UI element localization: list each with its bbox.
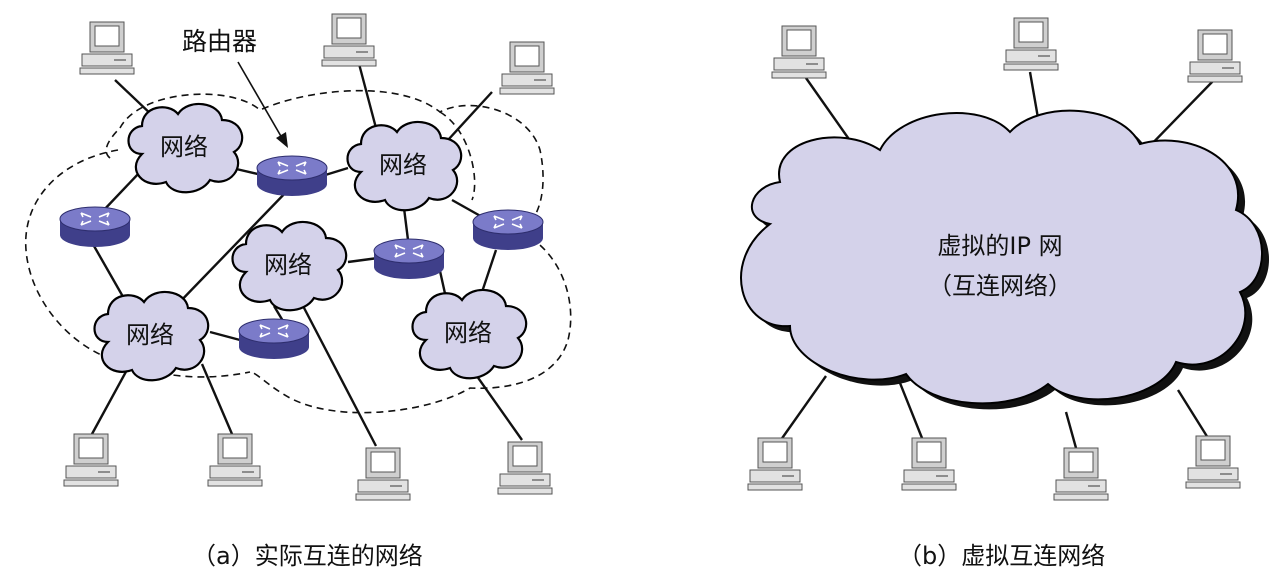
caption-a: （a）实际互连的网络 (192, 542, 423, 570)
computer-icon (499, 41, 555, 95)
router-icon (373, 238, 445, 280)
router-icon (59, 206, 131, 248)
router-icon (238, 318, 310, 360)
router-callout-label: 路由器 (182, 27, 257, 56)
computer-icon (497, 441, 553, 495)
virtual-ip-cloud (740, 109, 1263, 405)
computer-icon (207, 433, 263, 487)
computer-icon (1003, 17, 1059, 71)
diagram-a-actual-internetwork: 网络 网络 网络 网络 网络 路由器 (25, 13, 572, 570)
network-cloud-5: 网络 (411, 288, 528, 380)
computer-icon (901, 437, 957, 491)
router-callout-arrow (237, 61, 288, 148)
dashed-boundaries (25, 89, 572, 414)
computer-icon (79, 21, 135, 75)
computer-icon (321, 13, 377, 67)
network-label: 网络 (264, 251, 312, 279)
virtual-cloud-title: 虚拟的IP 网 (937, 232, 1062, 260)
network-label: 网络 (379, 151, 427, 179)
network-label: 网络 (126, 321, 174, 349)
diagram-b-virtual-internetwork: 虚拟的IP 网 （互连网络） （b）虚拟互连网络 (740, 17, 1270, 570)
router-icon (256, 155, 328, 197)
network-cloud-1: 网络 (127, 102, 244, 194)
computer-icon (1185, 435, 1241, 489)
router-icon (472, 209, 544, 251)
computer-icon (355, 447, 411, 501)
computer-icon (63, 433, 119, 487)
network-label: 网络 (444, 319, 492, 347)
network-cloud-4: 网络 (93, 290, 210, 382)
caption-b: （b）虚拟互连网络 (898, 542, 1105, 570)
network-label: 网络 (160, 133, 208, 161)
virtual-cloud-subtitle: （互连网络） (928, 272, 1072, 300)
computer-icon (1053, 447, 1109, 501)
computer-icon (747, 437, 803, 491)
computer-icon (771, 25, 827, 79)
network-cloud-3: 网络 (231, 220, 348, 312)
virtual-links (777, 71, 1215, 449)
computer-icon (1187, 29, 1243, 83)
network-cloud-2: 网络 (346, 120, 463, 212)
